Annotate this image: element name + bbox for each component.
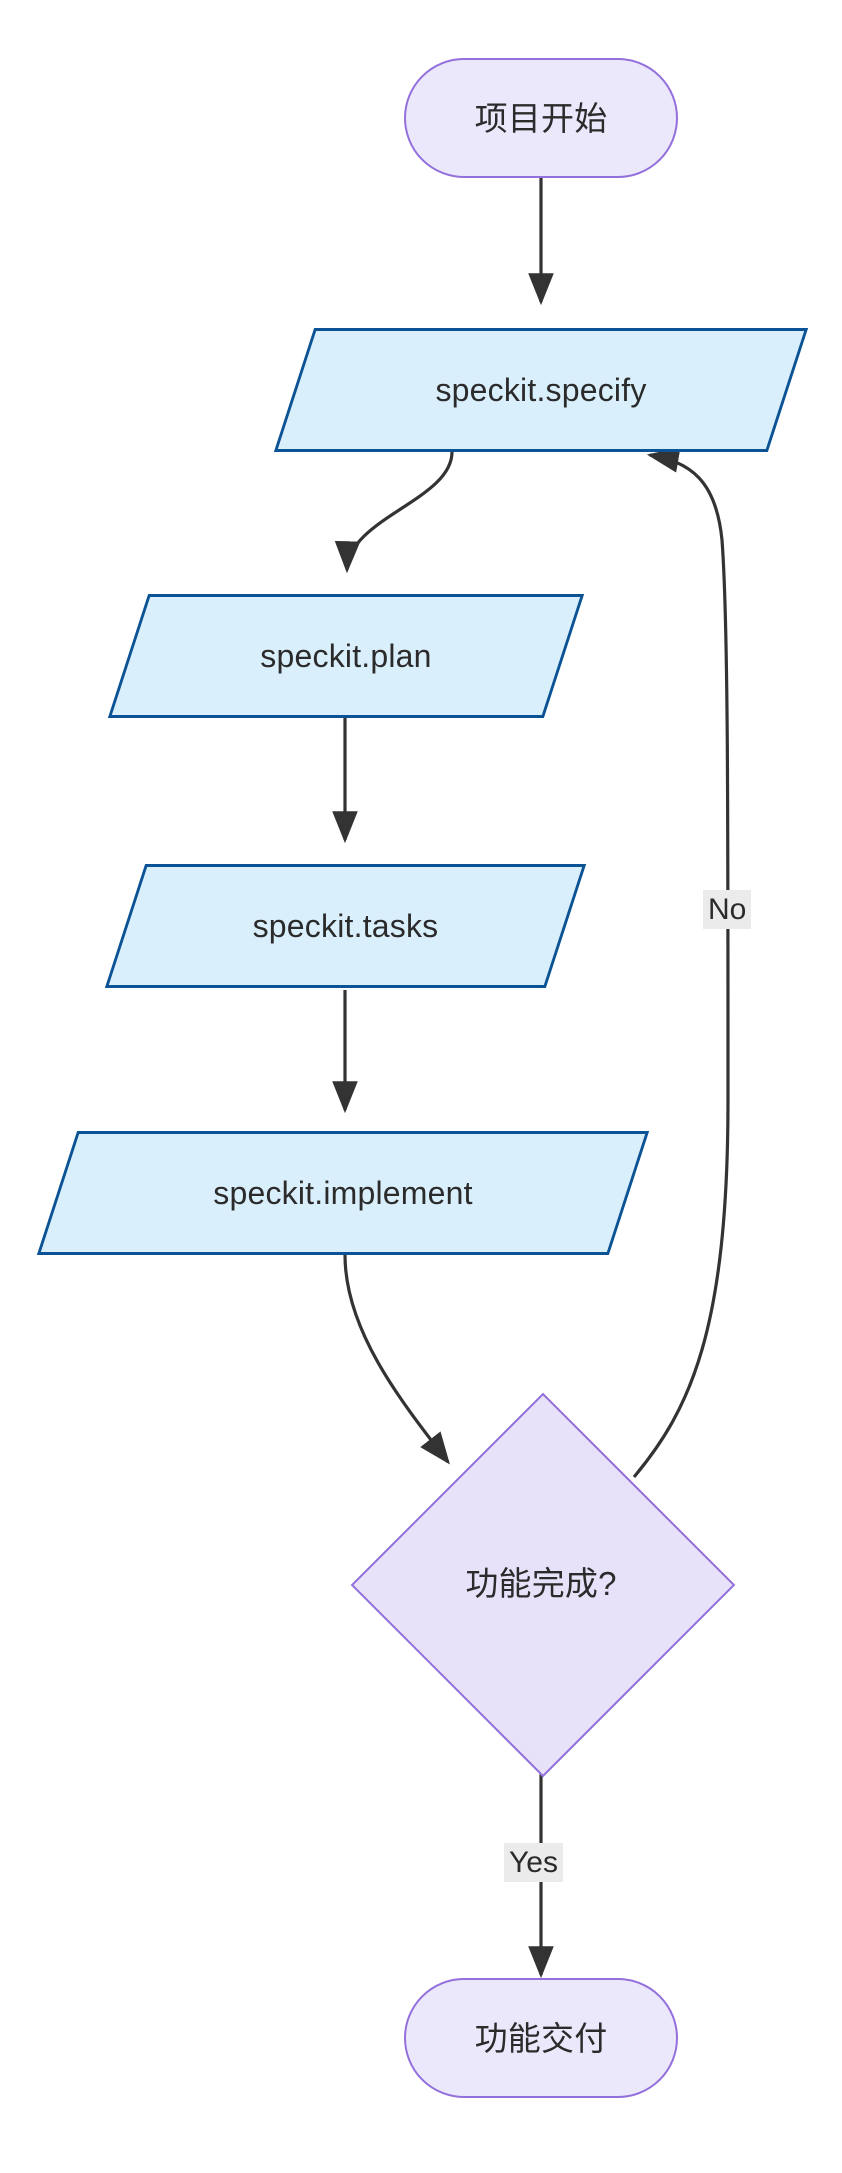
edge-specify-to-plan [334, 451, 454, 574]
node-decision-feature-complete[interactable]: 功能完成? [350, 1392, 736, 1778]
edge-implement-to-decision [343, 1254, 450, 1465]
node-speckit-plan[interactable]: speckit.plan [107, 594, 585, 718]
node-speckit-tasks-label: speckit.tasks [252, 908, 439, 944]
node-speckit-plan-label: speckit.plan [260, 638, 432, 674]
edge-decision-to-specify-no [632, 447, 730, 1479]
node-decision-label: 功能完成? [465, 1564, 617, 1602]
node-speckit-specify[interactable]: speckit.specify [273, 328, 809, 452]
node-start[interactable]: 项目开始 [404, 58, 678, 178]
node-end[interactable]: 功能交付 [404, 1978, 678, 2098]
edge-label-yes: Yes [504, 1843, 563, 1883]
node-end-label: 功能交付 [474, 2019, 608, 2057]
node-speckit-tasks[interactable]: speckit.tasks [104, 864, 587, 988]
node-speckit-implement[interactable]: speckit.implement [36, 1131, 650, 1255]
node-start-label: 项目开始 [474, 99, 608, 137]
edge-label-no: No [703, 890, 752, 930]
node-speckit-specify-label: speckit.specify [435, 372, 647, 408]
node-speckit-implement-label: speckit.implement [213, 1175, 473, 1211]
